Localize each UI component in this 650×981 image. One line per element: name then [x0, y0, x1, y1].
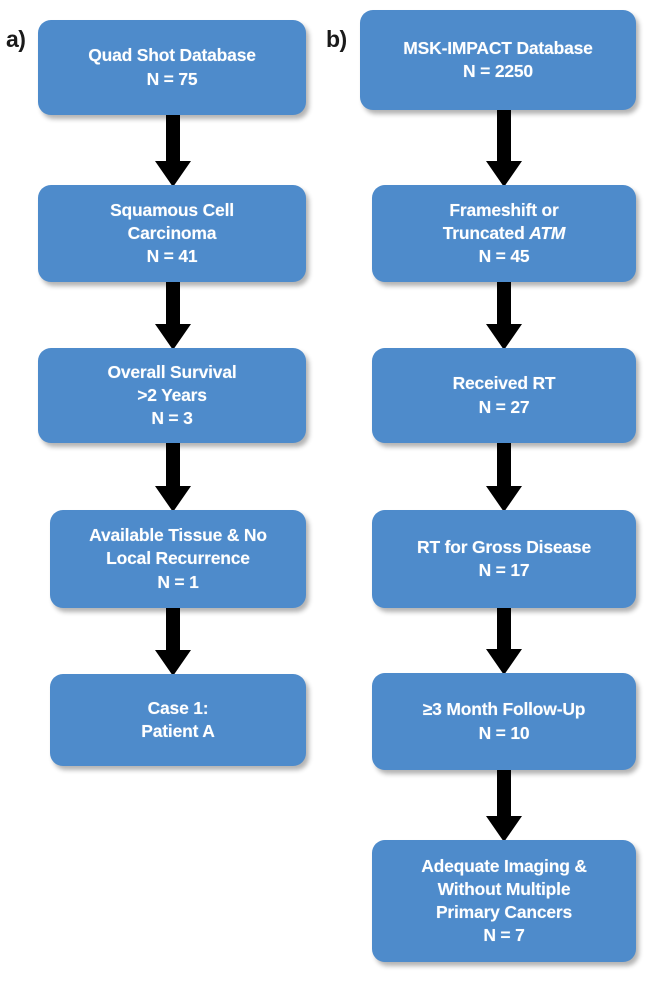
- node-text-line: Frameshift or: [449, 199, 559, 220]
- node-text-line: MSK-IMPACT Database: [403, 37, 593, 58]
- node-text-line: N = 75: [146, 68, 198, 89]
- node-text: Overall Survival>2 Years N = 3: [46, 361, 298, 430]
- node-text-line: N = 2250: [463, 61, 533, 81]
- node-overall-survival: Overall Survival>2 Years N = 3: [38, 348, 306, 443]
- node-text-line: Primary Cancers: [435, 902, 573, 922]
- node-text-line: Received RT: [452, 373, 556, 394]
- node-text: RT for Gross Disease N = 17: [380, 536, 628, 582]
- node-text-line: Local Recurrence: [106, 548, 250, 569]
- node-text-line: Case 1:: [147, 697, 209, 718]
- arrow-b5-to-b6-icon: [486, 768, 522, 842]
- arrow-a1-to-a2-icon: [155, 113, 191, 187]
- arrow-b4-to-b5-icon: [486, 606, 522, 675]
- node-text-line: RT for Gross Disease: [417, 536, 591, 557]
- node-text-line: Squamous Cell: [110, 199, 234, 220]
- node-text-line: N = 10: [478, 722, 530, 743]
- node-text-line: Quad Shot Database: [88, 45, 256, 66]
- node-text: Case 1: Patient A: [58, 697, 298, 743]
- node-text-line: Truncated ATM: [442, 222, 566, 243]
- arrow-a3-to-a4-icon: [155, 441, 191, 512]
- panel-label-b: b): [326, 26, 347, 52]
- node-rt-for-gross-disease: RT for Gross Disease N = 17: [372, 510, 636, 608]
- node-text-line: Patient A: [141, 721, 215, 741]
- node-text-line: N = 17: [478, 560, 530, 580]
- arrow-a2-to-a3-icon: [155, 280, 191, 350]
- node-case-1-patient-a: Case 1: Patient A: [50, 674, 306, 766]
- node-text-line: N = 27: [478, 396, 530, 417]
- node-text-line: >2 Years: [137, 384, 207, 405]
- gene-name-italic: ATM: [529, 222, 566, 243]
- node-text-line: Overall Survival: [107, 361, 237, 382]
- node-text: MSK-IMPACT Database N = 2250: [368, 37, 628, 83]
- node-text-line: N = 7: [483, 925, 525, 946]
- node-msk-impact-database: MSK-IMPACT Database N = 2250: [360, 10, 636, 110]
- node-text-line: Carcinoma: [127, 222, 217, 243]
- node-text-line: Adequate Imaging &: [421, 855, 587, 876]
- node-text-line: N = 45: [478, 246, 530, 267]
- node-text-line: Available Tissue & No: [89, 525, 267, 546]
- node-text-line: N = 1: [157, 571, 199, 592]
- node-text-line: ≥3 Month Follow-Up: [422, 699, 586, 720]
- arrow-b2-to-b3-icon: [486, 280, 522, 350]
- node-text-line: N = 3: [151, 408, 193, 429]
- node-text-line: Without Multiple: [437, 878, 571, 899]
- panel-label-a: a): [6, 26, 26, 52]
- arrow-a4-to-a5-icon: [155, 606, 191, 676]
- arrow-b3-to-b4-icon: [486, 441, 522, 512]
- node-text-line: N = 41: [146, 246, 198, 267]
- arrow-b1-to-b2-icon: [486, 108, 522, 187]
